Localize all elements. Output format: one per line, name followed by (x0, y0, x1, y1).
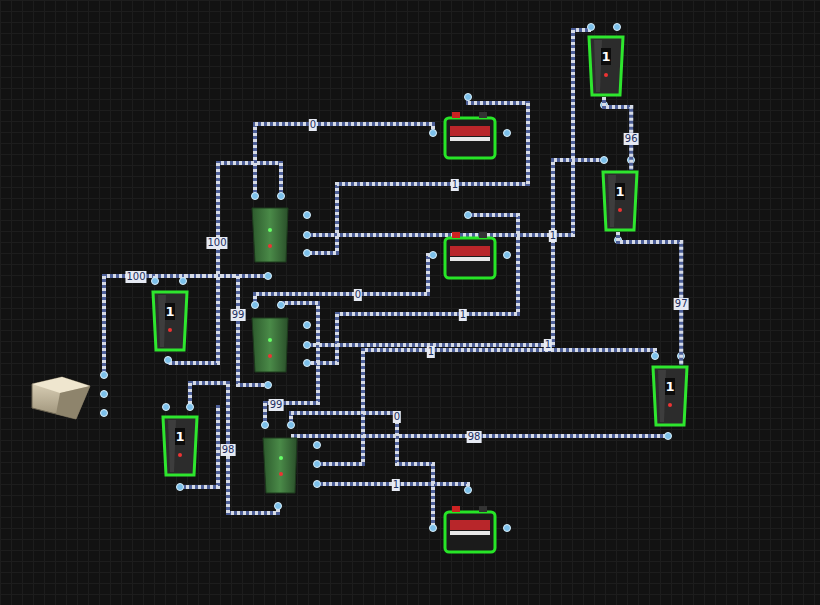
wire-value: 0 (393, 411, 401, 423)
wire-value: 100 (206, 237, 227, 249)
splitter-shape (150, 290, 190, 352)
wire-value: 99 (269, 399, 284, 411)
splitter-shape (160, 415, 200, 477)
wire-value: 96 (624, 133, 639, 145)
wire-value: 1 (451, 179, 459, 191)
wire-value: 98 (221, 444, 236, 456)
wire-value: 1 (549, 230, 557, 242)
splitter-shape (600, 170, 640, 232)
splitter-node: 1 (650, 365, 690, 427)
wire-value: 1 (544, 339, 552, 351)
port-dot (101, 24, 685, 532)
splitter-node: 1 (160, 415, 200, 477)
splitter-shape (586, 35, 626, 97)
node-number: 1 (601, 48, 610, 65)
wire-value: 0 (354, 289, 362, 301)
container-box (32, 377, 90, 419)
splitter-node: 1 (600, 170, 640, 232)
wire-value: 1 (459, 309, 467, 321)
wire-connector (618, 232, 681, 365)
wire-value: 98 (467, 431, 482, 443)
wire-value: 97 (674, 298, 689, 310)
wire-value: 1 (427, 346, 435, 358)
node-number: 1 (165, 303, 174, 320)
wire-value: 1 (392, 479, 400, 491)
battery-icon (445, 112, 495, 552)
green-device (252, 208, 297, 493)
node-number: 1 (615, 183, 624, 200)
splitter-shape (650, 365, 690, 427)
wire-value: 100 (125, 271, 146, 283)
wires (104, 30, 668, 528)
wire-value: 99 (231, 309, 246, 321)
splitter-node: 1 (150, 290, 190, 352)
node-number: 1 (665, 378, 674, 395)
wire-value: 0 (309, 119, 317, 131)
node-number: 1 (175, 428, 184, 445)
splitter-node: 1 (586, 35, 626, 97)
